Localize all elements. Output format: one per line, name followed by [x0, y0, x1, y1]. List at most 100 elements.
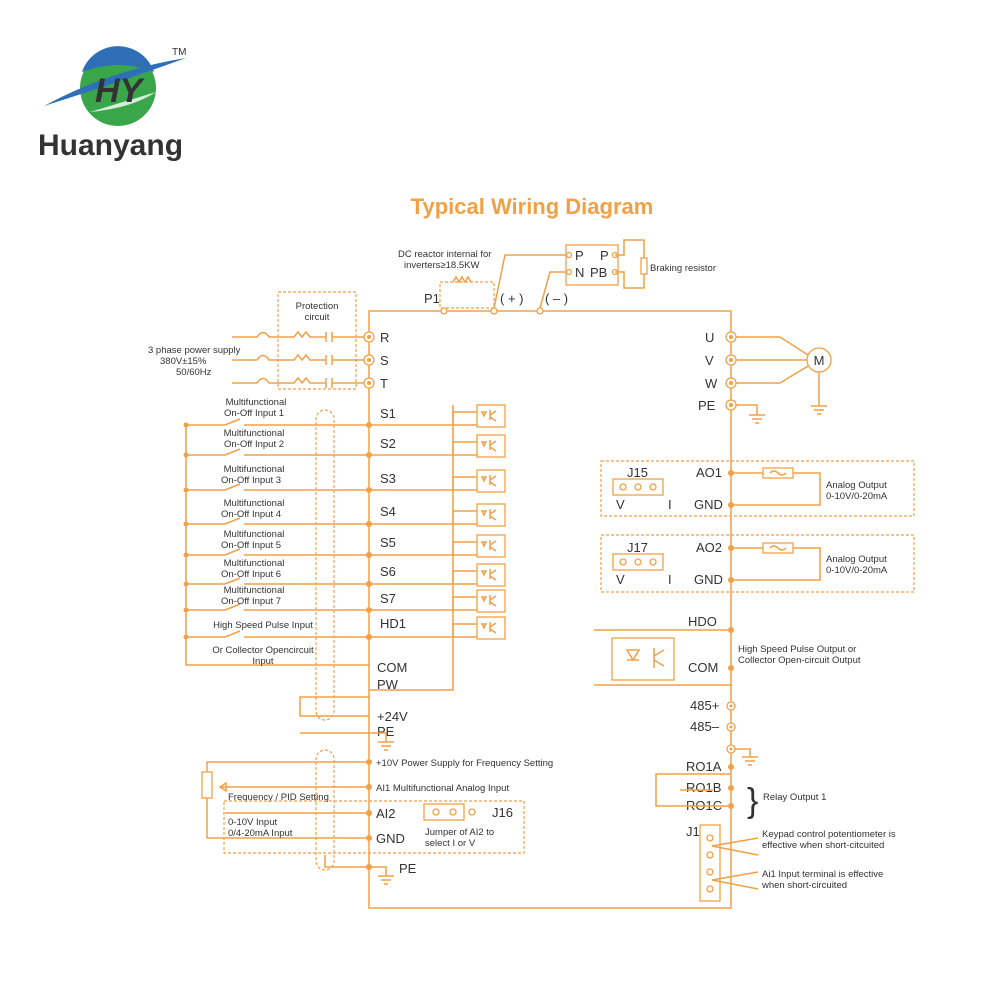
opto-wire	[369, 623, 477, 638]
ai2-dashed-box	[223, 800, 525, 854]
junction-dot	[183, 581, 189, 587]
junction-dot	[183, 607, 189, 613]
dc-reactor-label-1: DC reactor internal for	[398, 249, 491, 260]
terminal-s7: S7	[380, 591, 396, 606]
input-optocoupler	[476, 503, 506, 527]
braking-resistor-label: Braking resistor	[650, 263, 716, 274]
hdo-desc-2: Collector Open-circuit Output	[738, 655, 861, 666]
terminal-ao2: AO2	[696, 540, 722, 555]
ao2-desc-2: 0-10V/0-20mA	[826, 565, 888, 576]
braking-resistor-symbol	[640, 257, 648, 275]
j17-i: I	[668, 572, 672, 587]
input-optocoupler	[476, 434, 506, 458]
opto-wire	[369, 441, 477, 456]
junction-dot	[183, 634, 189, 640]
analog-input-section: +10V Power Supply for Frequency Setting …	[201, 749, 553, 885]
opto-symbol	[480, 622, 497, 634]
j15-label: J15	[627, 465, 648, 480]
power-line	[232, 353, 365, 365]
svg-text:HY: HY	[95, 72, 146, 110]
terminal-dot	[367, 381, 371, 385]
input-switch-line	[186, 517, 369, 525]
protection-circuit-box	[277, 291, 357, 390]
terminal-pw: PW	[377, 677, 399, 692]
j16-label: J16	[492, 805, 513, 820]
terminal-com: COM	[377, 660, 407, 675]
ao1-desc-1: Analog Output	[826, 480, 887, 491]
input3-label-2: On-Off Input 3	[221, 475, 281, 486]
input-switch-line	[186, 483, 369, 491]
relay-brace: }	[747, 782, 758, 820]
terminal-r: R	[380, 330, 389, 345]
junction-dot	[183, 487, 189, 493]
page-title: Typical Wiring Diagram	[411, 194, 654, 219]
opto-wire	[369, 411, 477, 426]
terminal-gnd-analog: GND	[376, 831, 405, 846]
input3-label-1: Multifunctional	[224, 464, 285, 475]
input6-label-1: Multifunctional	[224, 558, 285, 569]
opto-wire	[369, 570, 477, 585]
keypad-desc-2: effective when short-citcuited	[762, 840, 884, 851]
input-switch-line	[186, 577, 369, 585]
j15-i: I	[668, 497, 672, 512]
input-switch-line	[186, 630, 369, 638]
opto-symbol	[480, 569, 497, 581]
opto-symbol	[480, 410, 497, 422]
input7-label-2: On-Off Input 7	[221, 596, 281, 607]
terminal-s4: S4	[380, 504, 396, 519]
j16-jumper	[423, 803, 465, 821]
protection-label-2: circuit	[305, 312, 330, 323]
p1-terminal: P1	[424, 291, 440, 306]
motor-output-section: U V W PE M	[698, 330, 832, 424]
terminal-pe-motor: PE	[698, 398, 716, 413]
terminal-pe-analog: PE	[399, 861, 417, 876]
j15-v: V	[616, 497, 625, 512]
p-terminal-left: P	[575, 248, 584, 263]
opto-symbol	[480, 475, 497, 487]
terminal-ro1a: RO1A	[686, 759, 722, 774]
dc-bus-section: DC reactor internal for inverters≥18.5KW…	[398, 239, 716, 315]
power-line	[232, 376, 365, 388]
minus-terminal: ( – )	[545, 291, 568, 306]
potentiometer-symbol	[201, 771, 213, 799]
ai1-j1-desc-1: Ai1 Input terminal is effective	[762, 869, 883, 880]
huanyang-logo: HY TM Huanyang	[38, 46, 186, 162]
input-optocoupler	[476, 404, 506, 428]
braking-unit-box	[565, 244, 619, 286]
opto-wire	[369, 510, 477, 525]
junction-dot	[183, 521, 189, 527]
input4-label-2: On-Off Input 4	[221, 509, 281, 520]
terminal-ro1b: RO1B	[686, 780, 721, 795]
pb-terminal: PB	[590, 265, 607, 280]
j1-label: J1	[686, 824, 700, 839]
digital-output-section: HDO COM High Speed Pulse Output or Colle…	[594, 614, 896, 902]
n-terminal: N	[575, 265, 584, 280]
terminal-ai2: AI2	[376, 806, 396, 821]
terminal-s6: S6	[380, 564, 396, 579]
digital-input-section: S1 S2 S3 S4 S5 S6 S7 HD1 Multifunctional…	[183, 397, 506, 751]
terminal-485-minus: 485–	[690, 719, 720, 734]
opto-symbol	[480, 540, 497, 552]
ai1-j1-desc-2: when short-circuited	[761, 880, 847, 891]
input2-label-1: Multifunctional	[224, 428, 285, 439]
input1-label-2: On-Off Input 1	[224, 408, 284, 419]
input1-label-1: Multifunctional	[226, 397, 287, 408]
shield-cable	[315, 409, 335, 721]
input-switch-line	[186, 418, 369, 426]
ao1-desc-2: 0-10V/0-20mA	[826, 491, 888, 502]
p-terminal-right: P	[600, 248, 609, 263]
freq-pid-label: Frequency / PID Setting	[228, 792, 329, 803]
junction-dot	[183, 422, 189, 428]
pulse-input-label-3: Input	[252, 656, 273, 667]
terminal-s5: S5	[380, 535, 396, 550]
input-optocoupler	[476, 534, 506, 558]
input-optocoupler	[476, 589, 506, 613]
terminal-s2: S2	[380, 436, 396, 451]
power-input-section: Protection circuit 3 phase power supply …	[148, 291, 389, 391]
ai1-label: AI1 Multifunctional Analog Input	[376, 783, 509, 794]
terminal-v: V	[705, 353, 714, 368]
motor-letter: M	[814, 353, 825, 368]
input-optocoupler	[476, 469, 506, 493]
j17-v: V	[616, 572, 625, 587]
